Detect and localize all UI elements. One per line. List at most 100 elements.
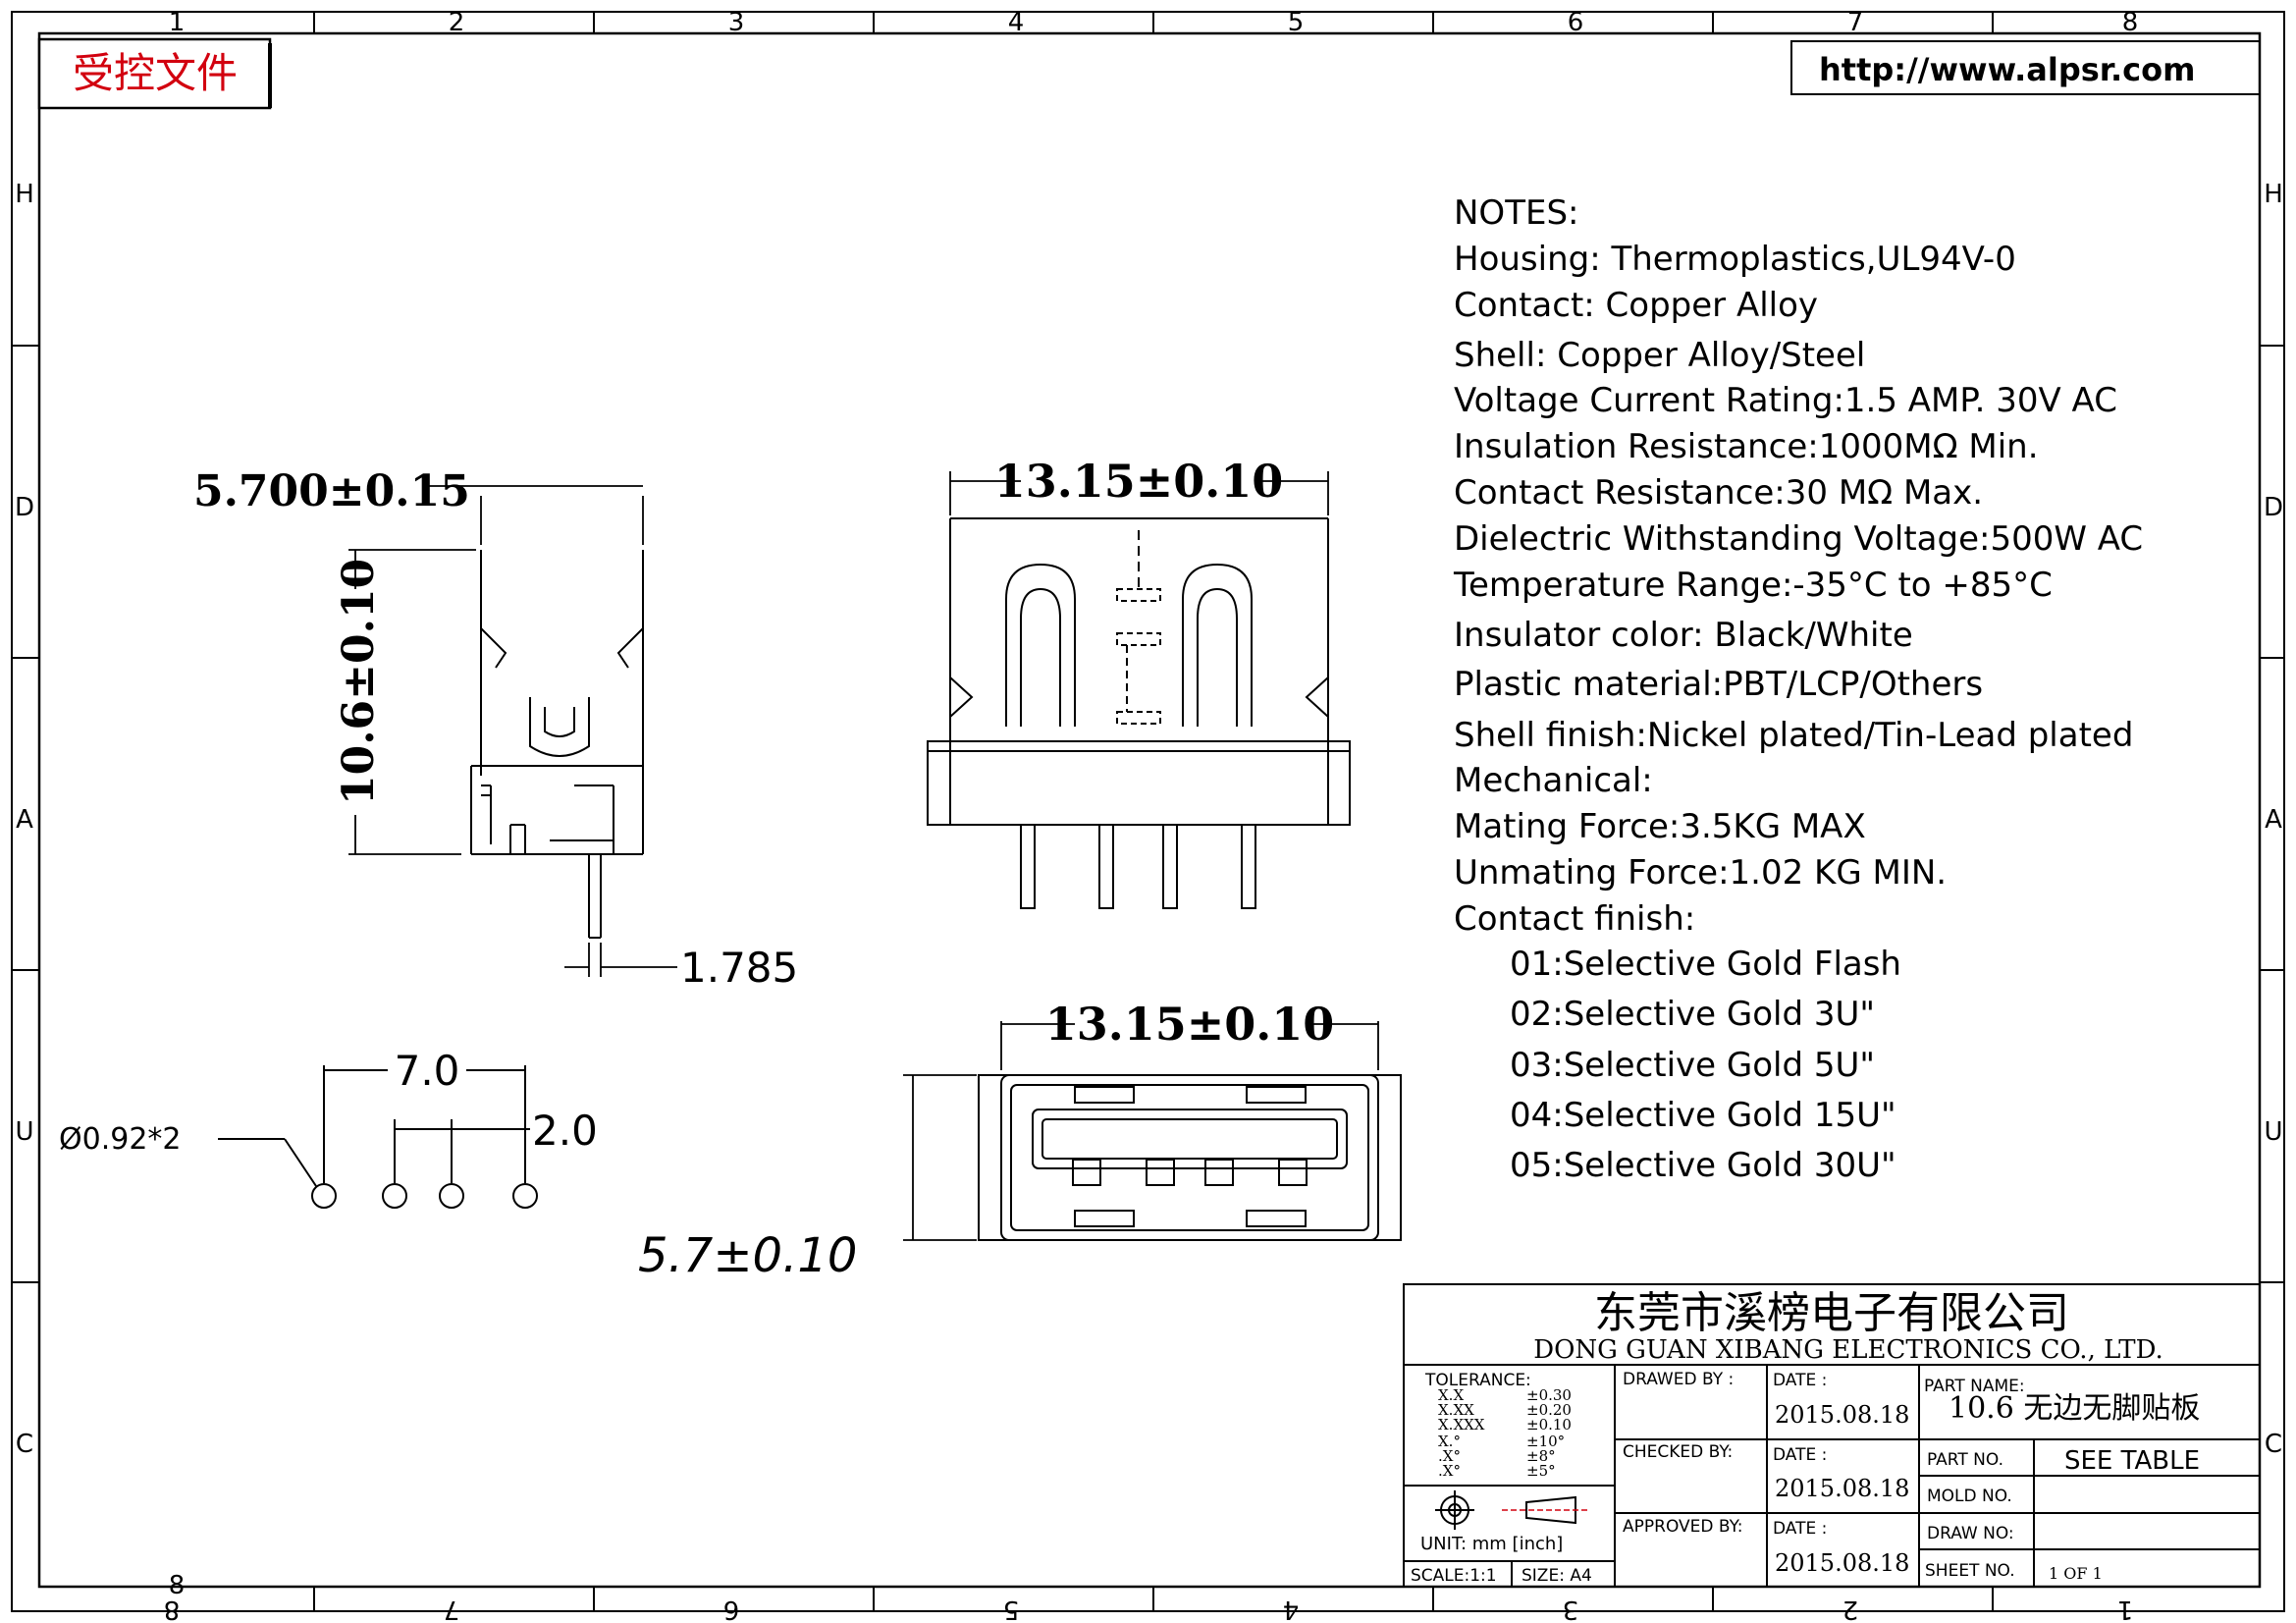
- svg-text:X.XX: X.XX: [1438, 1401, 1474, 1419]
- zone-ticks: [12, 12, 2284, 1611]
- url-box: [1790, 40, 2261, 95]
- checked-date: 2015.08.18: [1775, 1475, 1909, 1502]
- col-label: 6: [1568, 8, 1584, 37]
- note-line: Contact: Copper Alloy: [1454, 286, 1818, 325]
- col-label: 5: [1003, 1595, 1020, 1623]
- note-line: Insulator color: Black/White: [1454, 616, 1913, 655]
- dim-hole-pitch-total: 7.0: [395, 1047, 460, 1095]
- part-no-label: PART NO.: [1927, 1450, 2003, 1470]
- svg-text:X.X: X.X: [1438, 1386, 1464, 1404]
- dim-face-width: 13.15±0.10: [1045, 998, 1335, 1051]
- dim-side-height: 10.6±0.10: [334, 559, 384, 805]
- row-label: U: [15, 1117, 33, 1147]
- inner-border: [37, 31, 2262, 1589]
- finish-option: 03:Selective Gold 5U": [1510, 1046, 1875, 1085]
- mold-no-label: MOLD NO.: [1927, 1487, 2012, 1506]
- note-line: Temperature Range:-35°C to +85°C: [1453, 566, 2053, 605]
- svg-text:X.XXX: X.XXX: [1438, 1416, 1485, 1434]
- note-line: Insulation Resistance:1000MΩ Min.: [1454, 427, 2039, 466]
- svg-text:±5°: ±5°: [1526, 1462, 1556, 1480]
- row-label: A: [2265, 805, 2282, 835]
- col-label: 7: [1847, 8, 1864, 37]
- scale-label: SCALE:1:1: [1411, 1566, 1497, 1586]
- part-no-value: SEE TABLE: [2064, 1446, 2200, 1476]
- unit-label: UNIT: mm [inch]: [1420, 1534, 1563, 1554]
- note-line: Mechanical:: [1454, 761, 1653, 800]
- col-label: 5: [1288, 8, 1305, 37]
- col-label: 8: [2122, 8, 2139, 37]
- dim-front-width: 13.15±0.10: [994, 455, 1284, 508]
- mounting-hole: [382, 1183, 407, 1209]
- svg-text:±10°: ±10°: [1526, 1433, 1565, 1450]
- side-dimensions: [348, 485, 677, 977]
- note-line: Housing: Thermoplastics,UL94V-0: [1454, 240, 2016, 279]
- size-label: SIZE: A4: [1522, 1566, 1592, 1586]
- company-name-en: DONG GUAN XIBANG ELECTRONICS CO., LTD.: [1533, 1335, 2163, 1365]
- finish-option: 05:Selective Gold 30U": [1510, 1146, 1896, 1185]
- part-name-label: PART NAME:: [1924, 1377, 2025, 1396]
- front-dimensions: [949, 471, 1329, 515]
- approved-date: 2015.08.18: [1775, 1549, 1909, 1577]
- draw-no-label: DRAW NO:: [1927, 1524, 2014, 1543]
- dim-side-width: 5.700±0.15: [193, 466, 470, 516]
- mounting-hole: [512, 1183, 538, 1209]
- date-label: DATE :: [1773, 1371, 1827, 1390]
- checked-by-label: CHECKED BY:: [1623, 1442, 1733, 1462]
- note-line: Voltage Current Rating:1.5 AMP. 30V AC: [1454, 381, 2117, 420]
- mounting-hole: [439, 1183, 464, 1209]
- title-block: [1403, 1283, 2261, 1588]
- controlled-document-stamp: 受控文件: [73, 49, 238, 97]
- dim-face-height: 5.7±0.10: [638, 1228, 857, 1283]
- sheet-no-label: SHEET NO.: [1925, 1561, 2015, 1581]
- side-view: [470, 550, 644, 939]
- dim-hole-pitch: 2.0: [532, 1107, 598, 1155]
- note-line: Shell: Copper Alloy/Steel: [1454, 336, 1865, 375]
- col-label: 8: [164, 1595, 181, 1623]
- col-label: 2: [449, 8, 465, 37]
- tolerance-label: TOLERANCE:: [1424, 1371, 1531, 1390]
- row-label: D: [15, 493, 34, 522]
- sheet-count: 1 OF 1: [2049, 1564, 2103, 1583]
- dim-pin-offset: 1.785: [680, 944, 798, 992]
- zone-labels-bottom: 8 7 6 5 4 3 2 1: [164, 1595, 2134, 1623]
- row-label: C: [16, 1430, 33, 1459]
- col-label: 7: [444, 1595, 460, 1623]
- note-line: Dielectric Withstanding Voltage:500W AC: [1454, 519, 2143, 559]
- col-label: 1: [2117, 1595, 2134, 1623]
- part-name-value: 10.6 无边无脚贴板: [1949, 1391, 2200, 1426]
- finish-option: 01:Selective Gold Flash: [1510, 945, 1901, 984]
- company-name-cn: 东莞市溪榜电子有限公司: [1594, 1288, 2069, 1338]
- front-view: [927, 517, 1351, 909]
- col-label: 2: [1842, 1595, 1859, 1623]
- date-label: DATE :: [1773, 1519, 1827, 1539]
- finish-option: 02:Selective Gold 3U": [1510, 995, 1875, 1034]
- row-label: A: [16, 805, 33, 835]
- row-label: C: [2265, 1430, 2282, 1459]
- stamp-box: [37, 37, 272, 110]
- mounting-hole: [311, 1183, 337, 1209]
- svg-text:±0.20: ±0.20: [1526, 1401, 1572, 1419]
- col-label: 6: [723, 1595, 740, 1623]
- note-line: Unmating Force:1.02 KG MIN.: [1454, 853, 1947, 893]
- row-labels: H D A U C H D A U C: [15, 180, 2283, 1459]
- row-label: D: [2264, 493, 2283, 522]
- outer-border: [11, 11, 2285, 1612]
- dim-hole-diameter: Ø0.92*2: [59, 1122, 182, 1157]
- row-label: U: [2264, 1117, 2282, 1147]
- tolerance-table: X.X±0.30 X.XX±0.20 X.XXX±0.10 X.°±10° .X…: [1438, 1386, 1572, 1480]
- col-label: 4: [1283, 1595, 1300, 1623]
- drawn-by-label: DRAWED BY :: [1623, 1370, 1734, 1389]
- col-label: 8: [169, 1571, 186, 1600]
- note-line: Plastic material:PBT/LCP/Others: [1454, 665, 1983, 704]
- zone-labels: 1 2 3 4 5 6 7 8 8: [169, 8, 2139, 1600]
- col-label: 3: [1563, 1595, 1579, 1623]
- svg-text:±0.30: ±0.30: [1526, 1386, 1572, 1404]
- note-line: Contact Resistance:30 MΩ Max.: [1454, 473, 1983, 513]
- date-label: DATE :: [1773, 1445, 1827, 1465]
- svg-text:±0.10: ±0.10: [1526, 1416, 1572, 1434]
- col-label: 3: [728, 8, 745, 37]
- website-url[interactable]: http://www.alpsr.com: [1819, 51, 2195, 88]
- row-label: H: [2264, 180, 2283, 209]
- hole-pattern: [218, 1065, 538, 1209]
